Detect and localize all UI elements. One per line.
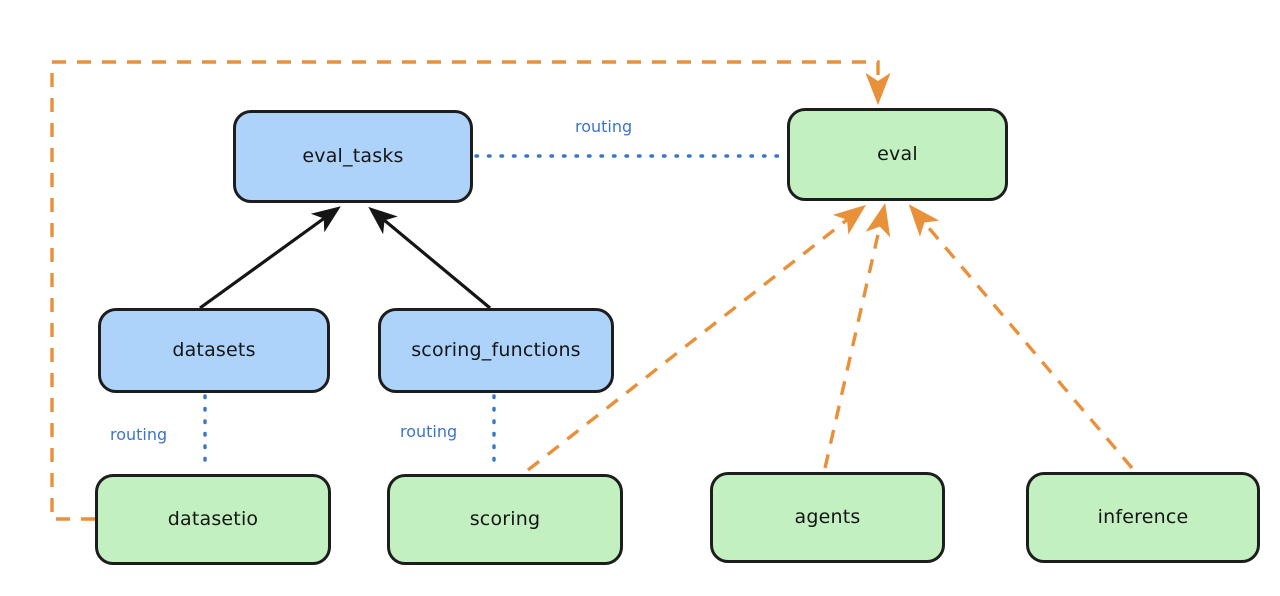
edge-scoring-functions-eval-tasks xyxy=(368,206,492,310)
node-datasets[interactable]: datasets xyxy=(98,308,330,393)
node-scoring-functions-label: scoring_functions xyxy=(411,339,581,361)
edge-scoring-eval xyxy=(526,204,867,472)
node-agents-label: agents xyxy=(794,506,861,528)
node-agents[interactable]: agents xyxy=(710,472,945,563)
edge-agents-eval xyxy=(823,203,891,469)
node-eval-label: eval xyxy=(877,143,918,165)
node-scoring-functions[interactable]: scoring_functions xyxy=(378,308,614,393)
edge-label-routing-scoring-functions-scoring: routing xyxy=(400,422,458,441)
edge-label-routing-eval-tasks-eval: routing xyxy=(575,117,633,136)
node-datasets-label: datasets xyxy=(172,339,256,361)
node-inference-label: inference xyxy=(1097,506,1189,528)
node-scoring-label: scoring xyxy=(469,508,541,530)
node-eval-tasks-label: eval_tasks xyxy=(302,145,404,167)
node-eval[interactable]: eval xyxy=(787,108,1008,201)
edge-datasets-eval-tasks xyxy=(199,206,341,310)
edge-label-routing-datasets-datasetio: routing xyxy=(110,425,168,444)
node-inference[interactable]: inference xyxy=(1026,472,1260,563)
node-eval-tasks[interactable]: eval_tasks xyxy=(233,110,473,203)
node-scoring[interactable]: scoring xyxy=(387,474,623,565)
edge-inference-eval xyxy=(908,204,1134,470)
node-datasetio-label: datasetio xyxy=(167,508,259,530)
edge-datasetio-eval xyxy=(50,60,891,521)
node-datasetio[interactable]: datasetio xyxy=(95,474,331,565)
